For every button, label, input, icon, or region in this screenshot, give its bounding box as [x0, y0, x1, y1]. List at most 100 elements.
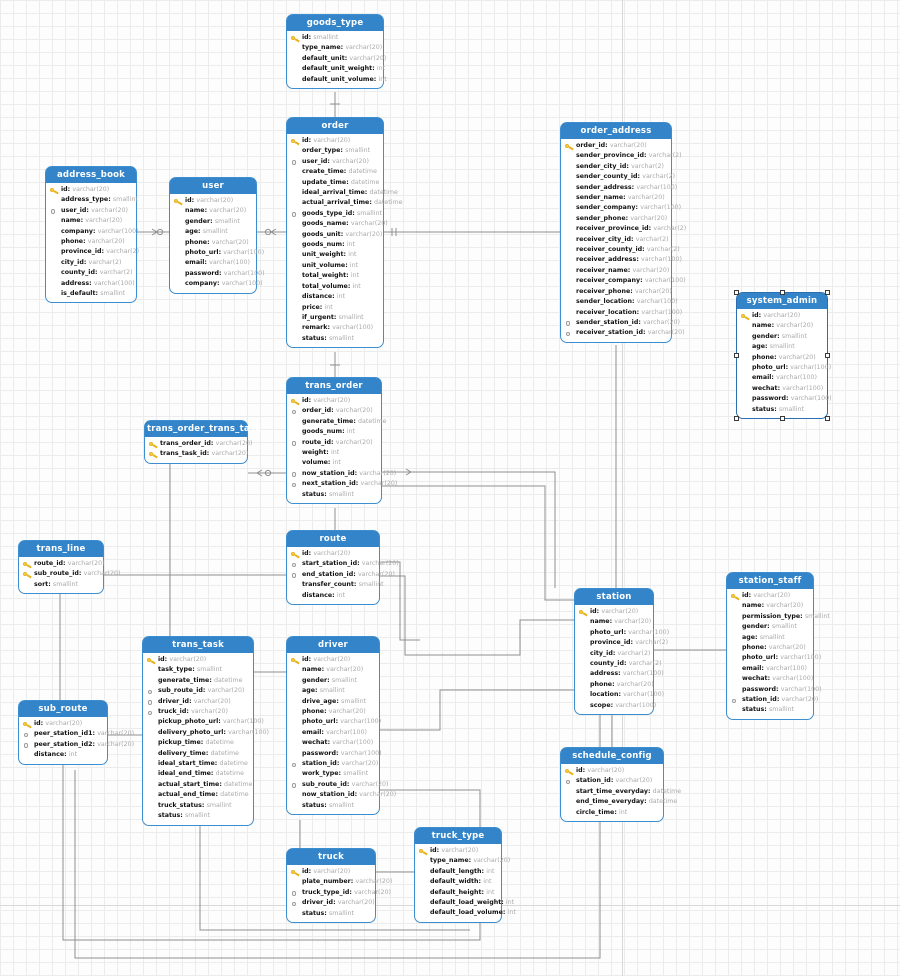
field-row[interactable]: wechat: varchar(100) — [740, 384, 824, 394]
field-row[interactable]: order_id: varchar(20) — [290, 406, 378, 416]
field-row[interactable]: unit_weight: int — [290, 250, 380, 260]
field-row[interactable]: photo_url: varchar(100) — [730, 653, 821, 663]
entity-system_admin[interactable]: system_admin id: varchar(20)name: varchar… — [734, 290, 832, 422]
entity-header-system_admin[interactable]: system_admin — [737, 293, 827, 309]
field-row[interactable]: create_time: datetime — [290, 167, 380, 177]
field-row[interactable]: scope: varchar(100) — [578, 701, 656, 711]
entity-trans_task[interactable]: trans_task id: varchar(20)task_type: smal… — [142, 636, 269, 826]
field-row[interactable]: address: varchar(100) — [578, 669, 664, 679]
field-row[interactable]: start_station_id: varchar(20) — [290, 559, 399, 569]
field-row[interactable]: actual_arrival_time: datetime — [290, 198, 402, 208]
field-row[interactable]: goods_name: varchar(20) — [290, 219, 388, 229]
field-row[interactable]: truck_type_id: varchar(20) — [290, 888, 391, 898]
field-row[interactable]: default_height: int — [418, 888, 498, 898]
field-row[interactable]: id: varchar(20) — [146, 655, 250, 665]
field-row[interactable]: status: smallint — [290, 334, 380, 344]
field-row[interactable]: type_name: varchar(20) — [418, 856, 510, 866]
field-row[interactable]: name: varchar(20) — [730, 601, 810, 611]
field-row[interactable]: company: varchar(100) — [49, 227, 139, 237]
field-row[interactable]: id: varchar(20) — [290, 136, 380, 146]
field-row[interactable]: photo_url: varchar(100) — [173, 248, 264, 258]
field-row[interactable]: work_type: smallint — [290, 769, 376, 779]
field-row[interactable]: gender: smallint — [173, 217, 253, 227]
field-row[interactable]: password: varchar(100) — [290, 749, 382, 759]
field-row[interactable]: end_station_id: varchar(20) — [290, 570, 395, 580]
field-row[interactable]: sender_county_id: varchar(2) — [564, 172, 675, 182]
field-row[interactable]: password: varchar(100) — [740, 394, 832, 404]
entity-header-truck_type[interactable]: truck_type — [415, 828, 501, 844]
field-row[interactable]: phone: varchar(20) — [730, 643, 810, 653]
field-row[interactable]: status: smallint — [290, 490, 378, 500]
field-row[interactable]: id: varchar(20) — [740, 311, 824, 321]
field-row[interactable]: generate_time: datetime — [146, 676, 250, 686]
field-row[interactable]: email: varchar(100) — [730, 664, 810, 674]
field-row[interactable]: wechat: varchar(100) — [730, 674, 813, 684]
field-row[interactable]: peer_station_id1: varchar(20) — [22, 729, 134, 739]
field-row[interactable]: age: smallint — [730, 633, 810, 643]
selection-handle-bl[interactable] — [734, 416, 739, 422]
field-row[interactable]: goods_type_id: smallint — [290, 209, 382, 219]
field-row[interactable]: truck_id: varchar(20) — [146, 707, 250, 717]
field-row[interactable]: name: varchar(20) — [740, 321, 824, 331]
field-row[interactable]: goods_num: int — [290, 427, 378, 437]
field-row[interactable]: photo_url: varchar(100) — [290, 717, 381, 727]
field-row[interactable]: station_id: varchar(20) — [290, 759, 378, 769]
field-row[interactable]: total_weight: int — [290, 271, 380, 281]
field-row[interactable]: generate_time: datetime — [290, 417, 386, 427]
field-row[interactable]: status: smallint — [290, 909, 372, 919]
field-row[interactable]: id: varchar(20) — [290, 655, 376, 665]
field-row[interactable]: route_id: varchar(20) — [290, 438, 378, 448]
field-row[interactable]: company: varchar(100) — [173, 279, 263, 289]
field-row[interactable]: receiver_address: varchar(100) — [564, 255, 682, 265]
field-row[interactable]: photo_url: varchar(100) — [578, 628, 669, 638]
field-row[interactable]: sender_company: varchar(100) — [564, 203, 681, 213]
field-row[interactable]: circle_time: int — [564, 808, 660, 818]
field-row[interactable]: name: varchar(20) — [49, 216, 133, 226]
field-row[interactable]: id: varchar(20) — [418, 846, 498, 856]
field-row[interactable]: phone: varchar(20) — [740, 353, 824, 363]
field-row[interactable]: id: varchar(20) — [173, 196, 253, 206]
field-row[interactable]: pickup_time: datetime — [146, 738, 250, 748]
field-row[interactable]: transfer_count: smallint — [290, 580, 384, 590]
field-row[interactable]: permission_type: smallint — [730, 612, 830, 622]
field-row[interactable]: id: varchar(20) — [290, 867, 372, 877]
entity-header-trans_task[interactable]: trans_task — [143, 637, 253, 653]
entity-header-station[interactable]: station — [575, 589, 653, 605]
field-row[interactable]: gender: smallint — [740, 332, 824, 342]
entity-header-order[interactable]: order — [287, 118, 383, 134]
field-row[interactable]: default_load_weight: int — [418, 898, 514, 908]
entity-header-route[interactable]: route — [287, 531, 379, 547]
field-row[interactable]: id: varchar(20) — [290, 549, 376, 559]
field-row[interactable]: if_urgent: smallint — [290, 313, 380, 323]
selection-handle-br[interactable] — [825, 416, 830, 422]
entity-header-trans_line[interactable]: trans_line — [19, 541, 103, 557]
field-row[interactable]: is_default: smallint — [49, 289, 133, 299]
field-row[interactable]: county_id: varchar(2) — [49, 268, 133, 278]
field-row[interactable]: truck_status: smallint — [146, 801, 250, 811]
field-row[interactable]: ideal_start_time: datetime — [146, 759, 250, 769]
field-row[interactable]: trans_task_id: varchar(20) — [148, 449, 248, 459]
field-row[interactable]: update_time: datetime — [290, 178, 380, 188]
field-row[interactable]: task_type: smallint — [146, 665, 250, 675]
entity-header-goods_type[interactable]: goods_type — [287, 15, 383, 31]
field-row[interactable]: receiver_name: varchar(20) — [564, 266, 669, 276]
field-row[interactable]: phone: varchar(20) — [578, 680, 654, 690]
field-row[interactable]: user_id: varchar(20) — [49, 206, 133, 216]
field-row[interactable]: city_id: varchar(2) — [49, 258, 133, 268]
field-row[interactable]: receiver_city_id: varchar(2) — [564, 235, 669, 245]
field-row[interactable]: id: varchar(20) — [564, 766, 660, 776]
field-row[interactable]: next_station_id: varchar(20) — [290, 479, 397, 489]
field-row[interactable]: sender_address: varchar(100) — [564, 183, 677, 193]
field-row[interactable]: driver_id: varchar(20) — [290, 898, 375, 908]
selection-handle-tc[interactable] — [779, 290, 785, 295]
field-row[interactable]: phone: varchar(20) — [290, 707, 376, 717]
entity-header-schedule_config[interactable]: schedule_config — [561, 748, 663, 764]
field-row[interactable]: id: varchar(20) — [578, 607, 650, 617]
field-row[interactable]: now_station_id: varchar(20) — [290, 469, 396, 479]
